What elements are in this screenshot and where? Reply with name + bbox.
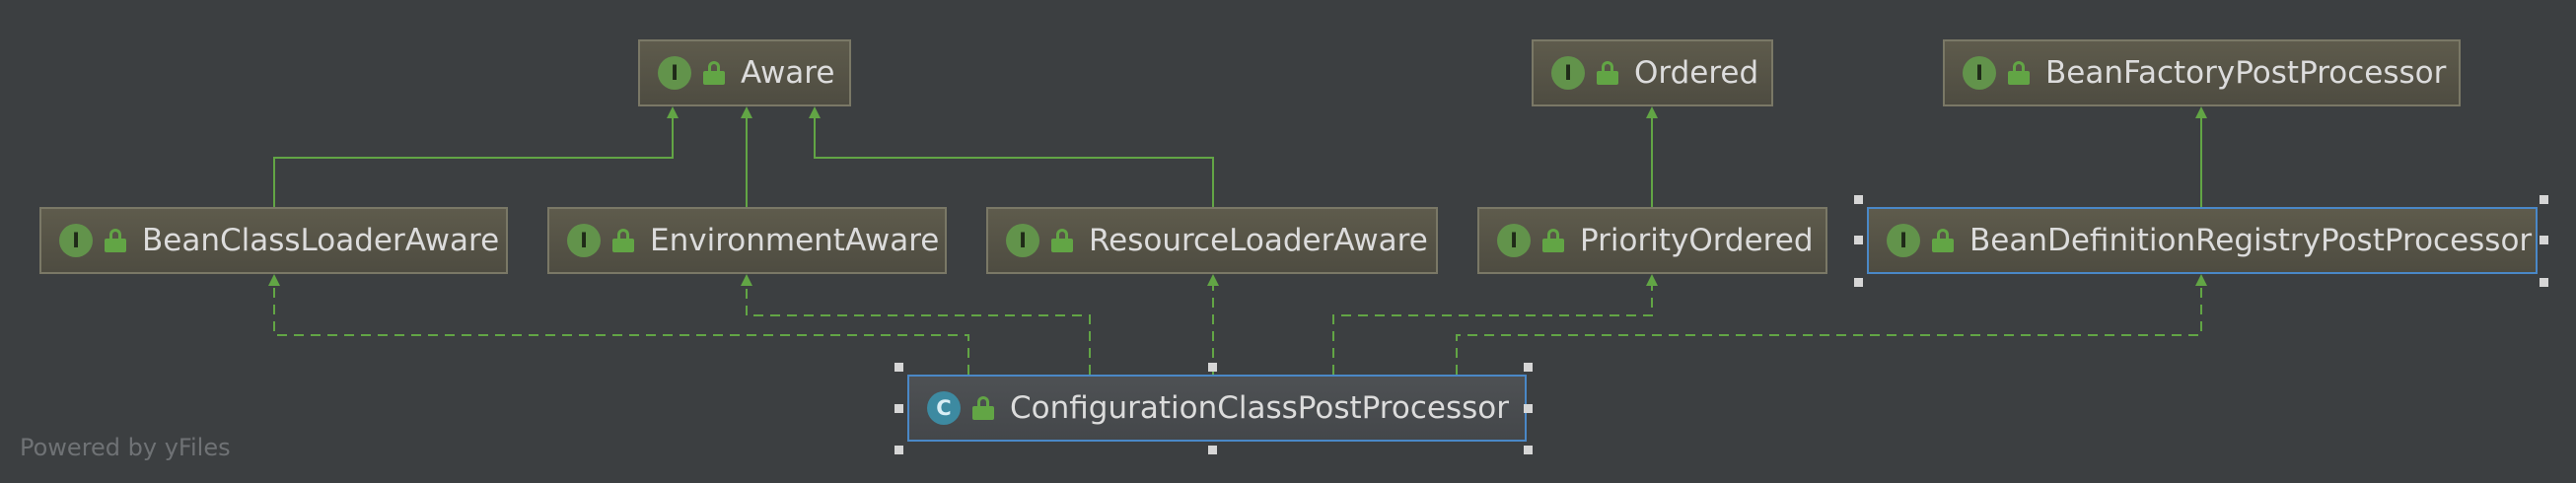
edge-ccpp-bcla — [268, 274, 969, 375]
public-lock-icon — [612, 228, 634, 253]
public-lock-icon — [1051, 228, 1073, 253]
node-label: BeanClassLoaderAware — [142, 223, 500, 258]
node-label: ResourceLoaderAware — [1089, 223, 1428, 258]
selection-handle[interactable] — [2540, 278, 2548, 287]
node-priority-ordered[interactable]: I PriorityOrdered — [1477, 207, 1827, 274]
public-lock-icon — [1597, 60, 1618, 86]
node-bean-class-loader-aware[interactable]: I BeanClassLoaderAware — [39, 207, 508, 274]
selection-handle[interactable] — [894, 446, 903, 454]
interface-icon: I — [1551, 56, 1585, 90]
powered-by-footer: Powered by yFiles — [20, 434, 231, 461]
interface-icon: I — [1963, 56, 1996, 90]
selection-handle[interactable] — [1854, 278, 1863, 287]
edge-bcla-aware — [273, 106, 679, 207]
interface-icon: I — [59, 224, 93, 257]
node-bean-definition-registry-post-processor[interactable]: I BeanDefinitionRegistryPostProcessor — [1867, 207, 2538, 274]
selection-handle[interactable] — [1208, 446, 1217, 454]
node-label: PriorityOrdered — [1580, 223, 1814, 258]
node-label: ConfigurationClassPostProcessor — [1010, 390, 1509, 426]
class-icon: C — [927, 391, 961, 425]
node-label: EnvironmentAware — [650, 223, 940, 258]
node-resource-loader-aware[interactable]: I ResourceLoaderAware — [986, 207, 1438, 274]
public-lock-icon — [1542, 228, 1564, 253]
selection-handle[interactable] — [1208, 363, 1217, 372]
selection-handle[interactable] — [2540, 195, 2548, 204]
interface-icon: I — [1006, 224, 1039, 257]
edge-ccpp-bdrpp — [1456, 274, 2207, 375]
public-lock-icon — [972, 395, 994, 421]
node-aware[interactable]: I Aware — [638, 39, 851, 106]
selection-handle[interactable] — [1524, 363, 1533, 372]
selection-handle[interactable] — [1524, 404, 1533, 413]
public-lock-icon — [2008, 60, 2030, 86]
interface-icon: I — [1497, 224, 1531, 257]
node-configuration-class-post-processor[interactable]: C ConfigurationClassPostProcessor — [907, 375, 1527, 442]
edge-rla-aware — [809, 106, 1214, 207]
node-environment-aware[interactable]: I EnvironmentAware — [547, 207, 947, 274]
node-label: Aware — [741, 55, 835, 91]
public-lock-icon — [1932, 228, 1954, 253]
node-label: BeanFactoryPostProcessor — [2045, 55, 2447, 91]
edge-ccpp-po — [1332, 274, 1658, 375]
selection-handle[interactable] — [1524, 446, 1533, 454]
node-label: BeanDefinitionRegistryPostProcessor — [1969, 223, 2533, 258]
selection-handle[interactable] — [2540, 236, 2548, 244]
interface-icon: I — [1887, 224, 1920, 257]
selection-handle[interactable] — [894, 363, 903, 372]
selection-handle[interactable] — [1854, 236, 1863, 244]
selection-handle[interactable] — [894, 404, 903, 413]
selection-handle[interactable] — [1854, 195, 1863, 204]
node-bean-factory-post-processor[interactable]: I BeanFactoryPostProcessor — [1943, 39, 2461, 106]
node-ordered[interactable]: I Ordered — [1532, 39, 1773, 106]
public-lock-icon — [703, 60, 725, 86]
public-lock-icon — [105, 228, 126, 253]
interface-icon: I — [658, 56, 691, 90]
interface-icon: I — [567, 224, 601, 257]
node-label: Ordered — [1634, 55, 1759, 91]
edge-ccpp-ea — [741, 274, 1091, 375]
